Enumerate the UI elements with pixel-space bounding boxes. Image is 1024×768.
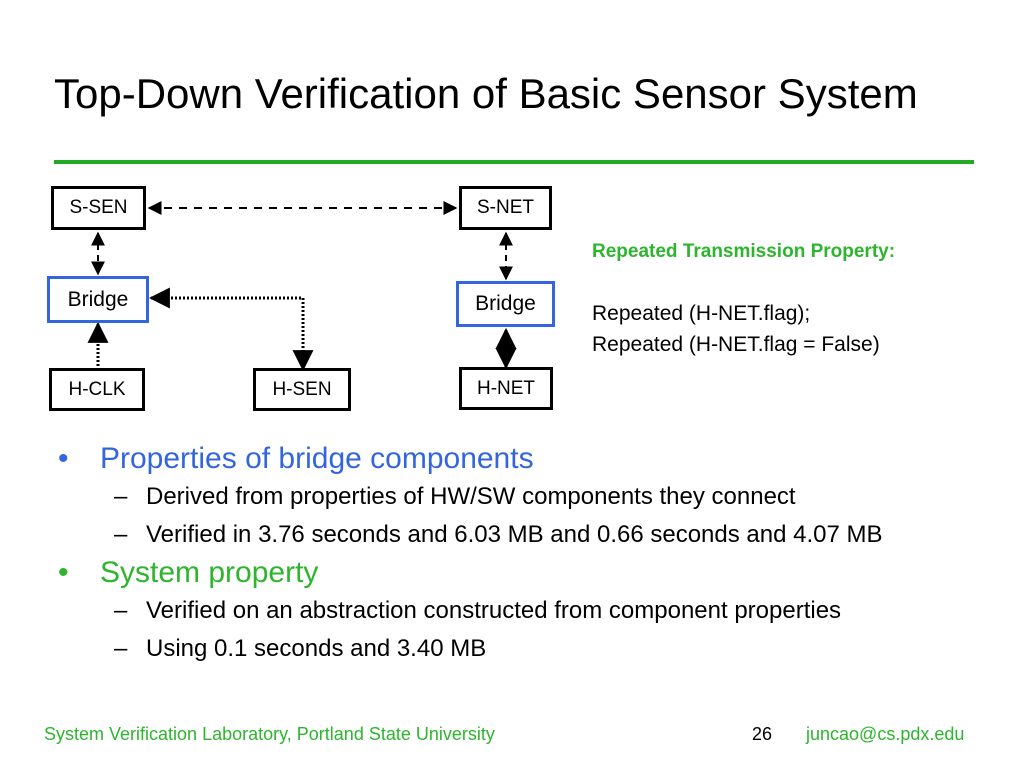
node-bridge-left: Bridge xyxy=(47,276,149,323)
bullet-list: • Properties of bridge components – Deri… xyxy=(58,440,1018,668)
bullet-item: • System property xyxy=(58,554,1018,592)
sub-bullet-text: Verified on an abstraction constructed f… xyxy=(146,597,842,624)
sub-bullet-text: Derived from properties of HW/SW compone… xyxy=(146,483,796,510)
footer-institution: System Verification Laboratory, Portland… xyxy=(44,724,495,744)
property-line-1: Repeated (H-NET.flag); xyxy=(592,302,811,325)
property-heading: Repeated Transmission Property: xyxy=(592,241,896,262)
slide-title: Top-Down Verification of Basic Sensor Sy… xyxy=(54,70,918,117)
node-h-sen: H-SEN xyxy=(253,368,351,411)
sub-bullet-marker: – xyxy=(114,635,128,662)
node-s-net: S-NET xyxy=(459,186,552,230)
sub-bullet-marker: – xyxy=(114,521,128,548)
property-line-2: Repeated (H-NET.flag = False) xyxy=(592,333,880,356)
footer-email: juncao@cs.pdx.edu xyxy=(806,724,965,744)
sub-bullet-item: – Verified in 3.76 seconds and 6.03 MB a… xyxy=(58,516,1018,554)
sub-bullet-marker: – xyxy=(114,483,128,510)
sub-bullet-item: – Derived from properties of HW/SW compo… xyxy=(58,478,1018,516)
node-bridge-right: Bridge xyxy=(456,281,555,327)
sub-bullet-text: Verified in 3.76 seconds and 6.03 MB and… xyxy=(146,521,883,548)
footer-page-number: 26 xyxy=(752,724,773,744)
sub-bullet-text: Using 0.1 seconds and 3.40 MB xyxy=(146,635,487,662)
sub-bullet-item: – Using 0.1 seconds and 3.40 MB xyxy=(58,630,1018,668)
node-h-clk: H-CLK xyxy=(49,368,145,411)
bullet-text: Properties of bridge components xyxy=(100,442,534,475)
node-s-sen: S-SEN xyxy=(51,186,146,230)
bullet-text: System property xyxy=(100,556,319,589)
property-annotation: Repeated Transmission Property: Repeated… xyxy=(592,236,895,360)
sub-bullet-item: – Verified on an abstraction constructed… xyxy=(58,592,1018,630)
title-underline xyxy=(54,160,974,164)
node-h-net: H-NET xyxy=(459,367,553,410)
bullet-marker: • xyxy=(58,556,69,589)
bridge-h-sen-link xyxy=(148,287,314,372)
sub-bullet-marker: – xyxy=(114,597,128,624)
bullet-item: • Properties of bridge components xyxy=(58,440,1018,478)
bullet-marker: • xyxy=(58,442,69,475)
